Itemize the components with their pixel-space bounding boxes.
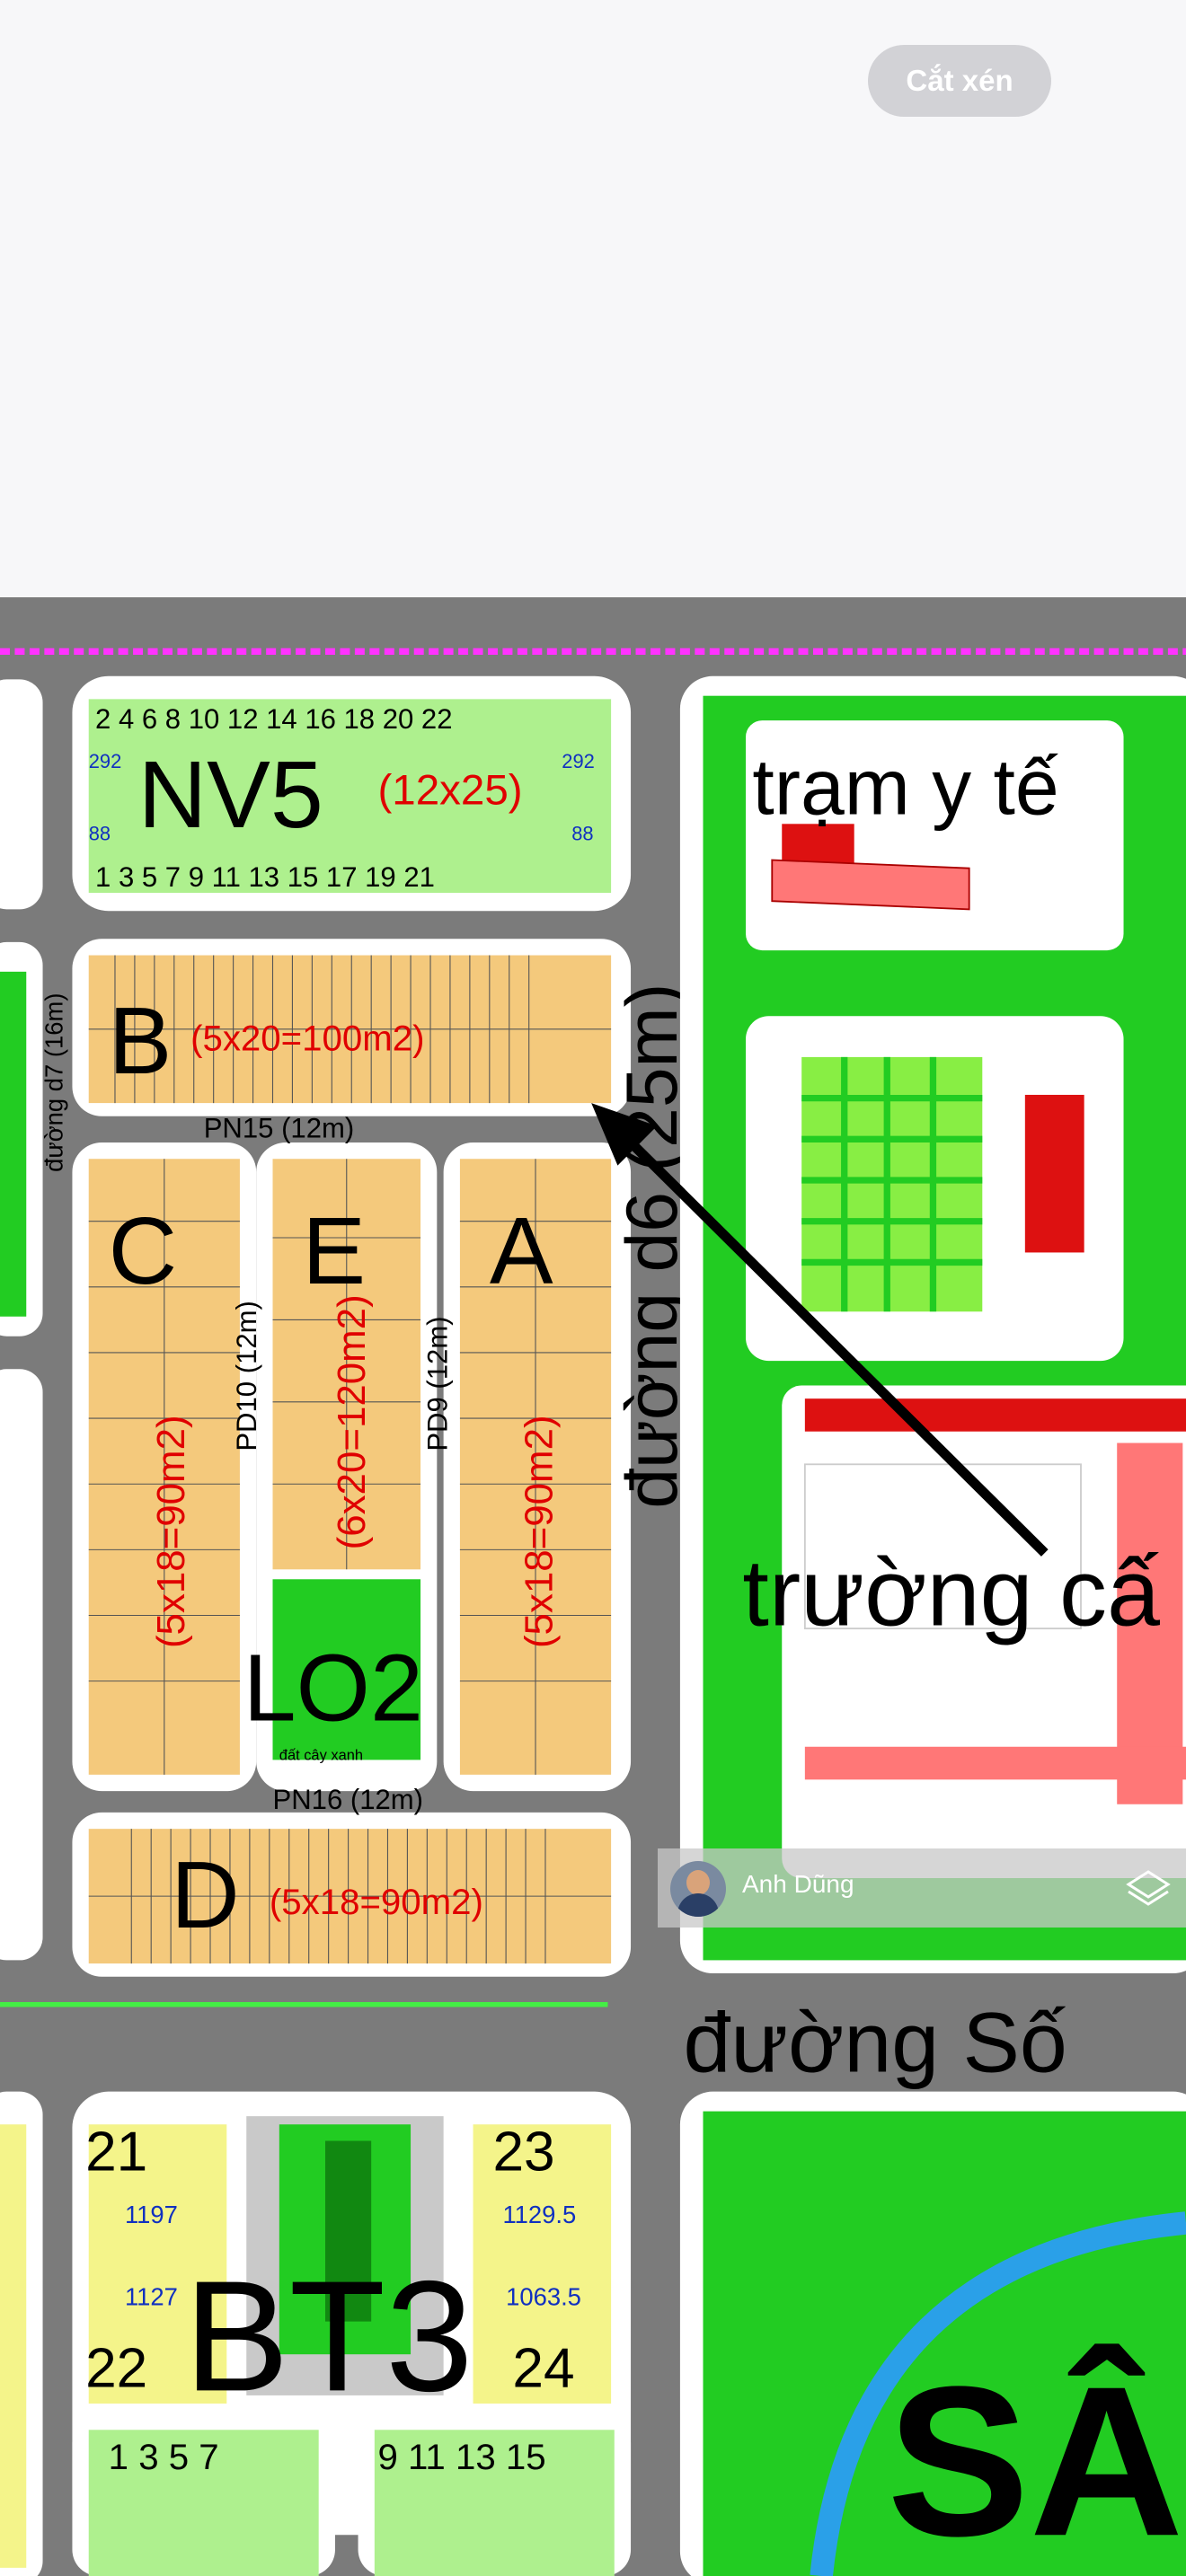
road-so: đường Số — [684, 1996, 1067, 2091]
bottom-lots-left: 1 3 5 7 — [109, 2437, 219, 2477]
block-e-size: (6x20=120m2) — [330, 1294, 374, 1549]
road-pn16: PN16 (12m) — [272, 1784, 423, 1815]
block-a: A (5x18=90m2) — [443, 1142, 632, 1792]
bottom-lots-right: 9 11 13 15 — [377, 2437, 545, 2477]
svg-text:292: 292 — [562, 750, 595, 772]
block-d: D (5x18=90m2) — [72, 1812, 632, 1977]
svg-text:1197: 1197 — [125, 2201, 178, 2228]
block-e: E (6x20=120m2) LO2 đất cây xanh — [243, 1142, 438, 1792]
crop-button[interactable]: Cắt xén — [868, 45, 1051, 117]
road-d6: đường d6 (25m) — [612, 984, 693, 1509]
map-image: 2 4 6 8 10 12 14 16 18 20 22 1 3 5 7 9 1… — [0, 597, 1186, 2576]
block-b-label: B — [109, 988, 173, 1094]
svg-text:24: 24 — [512, 2338, 574, 2400]
block-d-label: D — [171, 1842, 240, 1948]
stadium-label: SÂ — [887, 2342, 1183, 2576]
arrow-annotation — [591, 1103, 1049, 1557]
lo2-sub: đất cây xanh — [279, 1747, 363, 1763]
nv5-size: (12x25) — [377, 766, 522, 814]
road-pd9: PD9 (12m) — [421, 1316, 453, 1451]
road-pn15: PN15 (12m) — [204, 1112, 355, 1143]
clinic-label: trạm y tế — [752, 743, 1058, 831]
svg-text:292: 292 — [89, 750, 122, 772]
road-pd10: PD10 (12m) — [231, 1301, 262, 1451]
svg-text:21: 21 — [85, 2121, 147, 2183]
svg-text:1129.5: 1129.5 — [502, 2201, 576, 2228]
lo2-label: LO2 — [243, 1636, 423, 1742]
block-a-size: (5x18=90m2) — [517, 1415, 561, 1648]
school-label: trường cấ — [742, 1539, 1160, 1645]
svg-text:88: 88 — [89, 823, 111, 845]
svg-text:1127: 1127 — [125, 2282, 178, 2310]
nv5-label: NV5 — [138, 742, 323, 848]
block-b: B (5x20=100m2) — [72, 939, 632, 1116]
lo2-green-area — [272, 1579, 421, 1760]
block-c: C (5x18=90m2) — [72, 1142, 257, 1792]
layers-icon[interactable] — [1123, 1865, 1173, 1915]
nv5-bottom-numbers: 1 3 5 7 9 11 13 15 17 19 21 — [95, 861, 435, 893]
block-e-label: E — [302, 1198, 366, 1304]
medical-school-zone: trạm y tế trường cấ — [679, 675, 1186, 1974]
svg-text:23: 23 — [492, 2121, 554, 2183]
bt3-label: BT3 — [184, 2248, 474, 2424]
user-overlay-bar — [658, 1848, 1186, 1928]
block-b-size: (5x20=100m2) — [190, 1019, 424, 1059]
svg-text:88: 88 — [571, 823, 593, 845]
block-nv5: 2 4 6 8 10 12 14 16 18 20 22 1 3 5 7 9 1… — [72, 675, 632, 912]
svg-text:1063.5: 1063.5 — [506, 2282, 581, 2310]
block-c-label: C — [109, 1198, 178, 1304]
stadium-zone: SÂ — [679, 2091, 1186, 2576]
road-d7: đường d7 (16m) — [40, 993, 67, 1172]
block-c-size: (5x18=90m2) — [149, 1415, 193, 1648]
svg-text:22: 22 — [85, 2338, 147, 2400]
username: Anh Dũng — [742, 1870, 854, 1898]
block-d-size: (5x18=90m2) — [270, 1882, 483, 1922]
block-a-label: A — [490, 1198, 553, 1304]
nv5-top-numbers: 2 4 6 8 10 12 14 16 18 20 22 — [95, 703, 452, 735]
user-avatar[interactable] — [670, 1861, 726, 1917]
